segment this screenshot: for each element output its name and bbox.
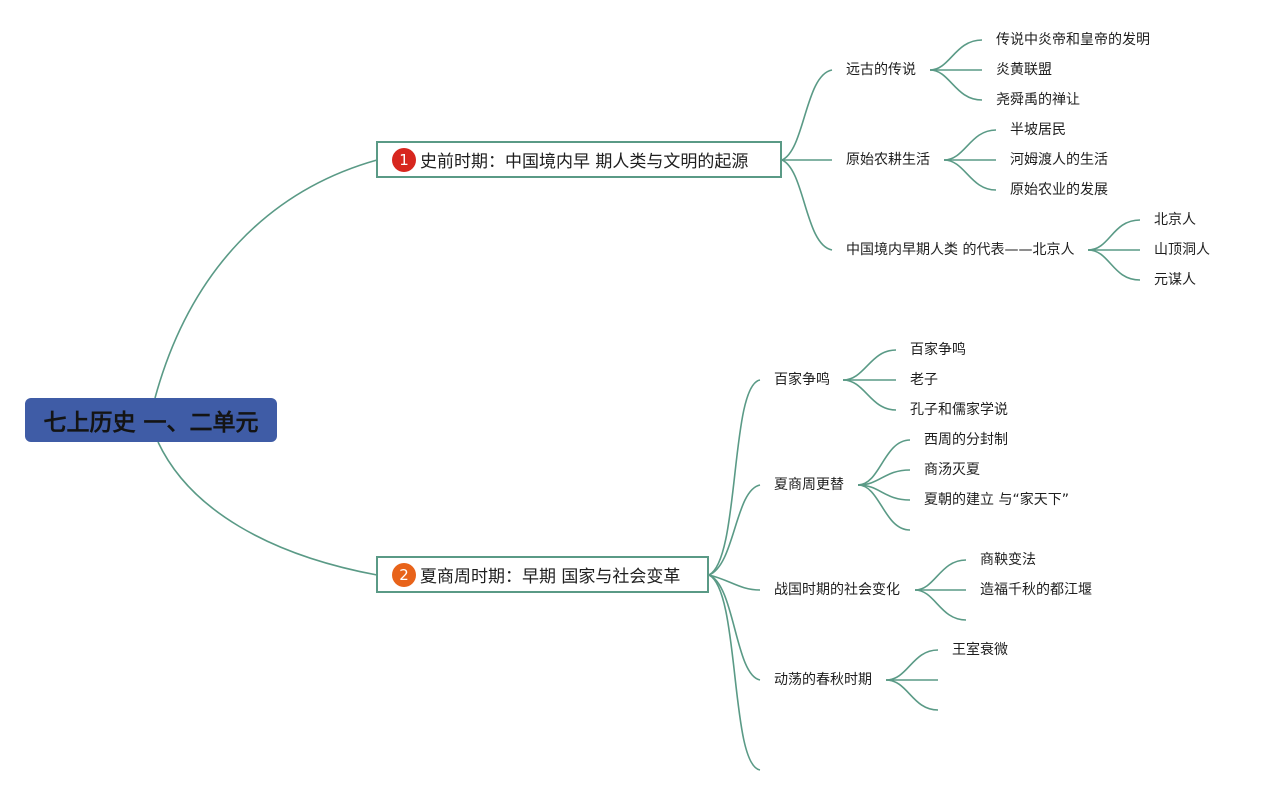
connector-b1-t1-l3 (929, 69, 983, 101)
connector-b2-t1-l1 (842, 349, 897, 381)
connector-b2-t1-l3 (842, 379, 897, 411)
leaf-node[interactable]: 孔子和儒家学说 (910, 402, 1008, 418)
leaf-node[interactable]: 百家争鸣 (910, 342, 966, 358)
connector-b2-t3 (708, 574, 761, 591)
branch-2-label: 夏商周时期：早期 国家与社会变革 (420, 567, 681, 587)
number-badge-icon: 2 (392, 562, 416, 587)
branch-2-node[interactable]: 2 夏商周时期：早期 国家与社会变革 (376, 556, 709, 593)
connector-b2-t3-l3 (914, 589, 967, 621)
leaf-node[interactable]: 山顶洞人 (1154, 242, 1210, 258)
topic-node[interactable]: 动荡的春秋时期 (774, 672, 872, 688)
connector-b1-t1-l1 (929, 39, 983, 71)
connector-b1-t2-l3 (943, 159, 997, 191)
leaf-node[interactable]: 河姆渡人的生活 (1010, 152, 1108, 168)
branch-1-label: 史前时期：中国境内早 期人类与文明的起源 (420, 152, 749, 172)
leaf-node[interactable]: 王室衰微 (952, 642, 1008, 658)
leaf-node[interactable]: 老子 (910, 372, 938, 388)
topic-node[interactable]: 夏商周更替 (774, 477, 844, 493)
connector-b1-t3-l3 (1087, 249, 1141, 281)
leaf-node[interactable]: 元谋人 (1154, 272, 1196, 288)
topic-node[interactable]: 战国时期的社会变化 (774, 582, 900, 598)
leaf-node[interactable]: 原始农业的发展 (1010, 182, 1108, 198)
leaf-node[interactable]: 商鞅变法 (980, 552, 1036, 568)
leaf-node[interactable]: 西周的分封制 (924, 432, 1008, 448)
topic-node[interactable]: 原始农耕生活 (846, 152, 930, 168)
topic-node[interactable]: 中国境内早期人类 的代表——北京人 (846, 242, 1075, 258)
leaf-node[interactable]: 商汤灭夏 (924, 462, 980, 478)
leaf-node[interactable]: 夏朝的建立 与“家天下” (924, 492, 1069, 508)
connector-b1-t1 (781, 69, 833, 161)
leaf-node[interactable]: 半坡居民 (1010, 122, 1066, 138)
leaf-node[interactable]: 北京人 (1154, 212, 1196, 228)
connector-b2-t2-l4 (857, 484, 911, 531)
number-badge-icon: 1 (392, 147, 416, 172)
branch-1-node[interactable]: 1 史前时期：中国境内早 期人类与文明的起源 (376, 141, 782, 178)
connector-b2-t4 (708, 574, 761, 681)
connector-b2-t2 (708, 484, 761, 576)
connector-b2-t1 (708, 379, 761, 576)
connector-root-branch-1 (154, 159, 378, 399)
leaf-node[interactable]: 尧舜禹的禅让 (996, 92, 1080, 108)
connector-b2-t4-l3 (885, 679, 939, 711)
connector-b1-t2-l1 (943, 129, 997, 161)
leaf-node[interactable]: 炎黄联盟 (996, 62, 1052, 78)
leaf-node[interactable]: 传说中炎帝和皇帝的发明 (996, 32, 1150, 48)
root-node[interactable]: 七上历史 一、二单元 (25, 398, 277, 442)
topic-node[interactable]: 百家争鸣 (774, 372, 830, 388)
connector-b2-t5 (708, 574, 761, 771)
connector-b1-t3 (781, 159, 833, 251)
connector-b2-t2-l1 (857, 439, 911, 486)
connector-root-branch-2 (157, 441, 378, 576)
connector-b1-t3-l1 (1087, 219, 1141, 251)
connector-b2-t3-l1 (914, 559, 967, 591)
connector-b2-t4-l1 (885, 649, 939, 681)
root-label: 七上历史 一、二单元 (43, 410, 259, 436)
leaf-node[interactable]: 造福千秋的都江堰 (980, 582, 1092, 598)
topic-node[interactable]: 远古的传说 (846, 62, 916, 78)
